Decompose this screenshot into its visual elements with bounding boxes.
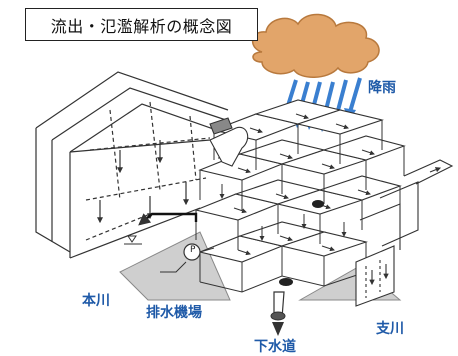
sewer-pipe — [270, 291, 286, 336]
label-sewer: 下水道 — [254, 339, 296, 355]
label-tributary: 支川 — [376, 321, 404, 337]
cell-walls — [195, 120, 405, 293]
label-main-river: 本川 — [82, 293, 110, 309]
cell-flow-arrows — [219, 113, 375, 256]
manholes — [279, 200, 324, 286]
drain-pipe — [209, 117, 249, 167]
main-river-channel — [35, 71, 229, 259]
pump-station — [160, 243, 215, 273]
pump-marker: P — [190, 245, 196, 255]
pump-discharge-arrow — [138, 212, 198, 226]
label-rain: 降雨 — [368, 80, 396, 96]
diagram-title: 流出・氾濫解析の概念図 — [25, 8, 258, 41]
tributary-channel — [355, 159, 454, 307]
label-pump-station: 排水機場 — [146, 305, 202, 321]
rain-cloud — [252, 13, 380, 78]
